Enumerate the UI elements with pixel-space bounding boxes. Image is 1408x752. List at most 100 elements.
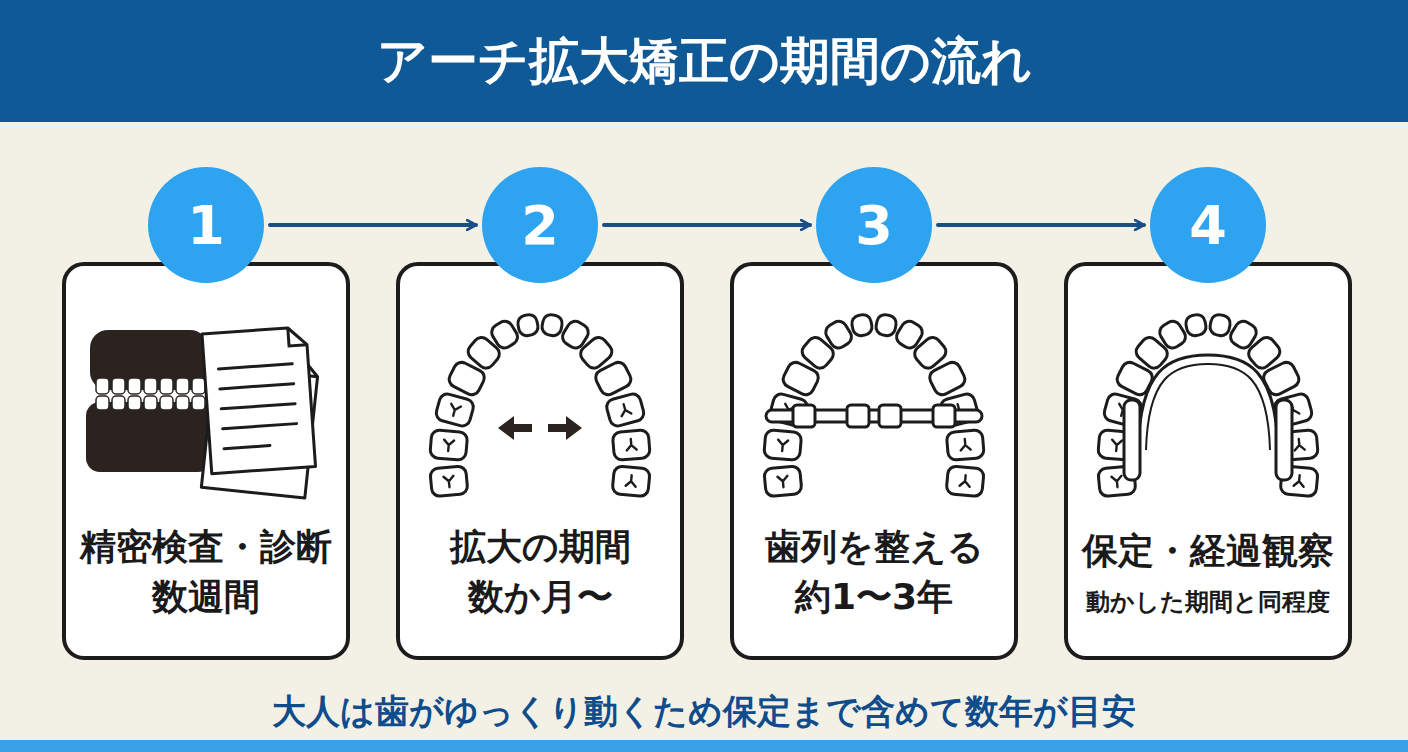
tooth — [875, 313, 898, 337]
model-tooth — [96, 378, 109, 394]
title-text: アーチ拡大矯正の期間の流れ — [0, 0, 1408, 122]
step-number-circle: 2 — [482, 167, 598, 283]
step-number: 2 — [521, 194, 559, 257]
step-number: 1 — [187, 194, 225, 257]
tooth — [612, 466, 650, 497]
molar-groove — [619, 403, 632, 416]
model-tooth — [112, 396, 125, 410]
flow-arrow — [604, 223, 810, 227]
document-sheet — [202, 327, 316, 474]
step-title: 歯列を整える — [765, 522, 984, 572]
bracket — [879, 405, 901, 427]
molar-groove — [777, 440, 788, 452]
flow-arrow — [270, 223, 476, 227]
molar-groove — [1111, 476, 1122, 488]
molar-groove — [626, 439, 637, 451]
bottom-bar — [0, 740, 1408, 752]
molar-groove — [960, 439, 971, 451]
tooth — [1209, 313, 1232, 337]
tooth — [764, 466, 802, 497]
box-fill — [64, 264, 348, 658]
flow-arrow — [938, 223, 1144, 227]
model-tooth — [128, 396, 141, 410]
box-fill — [398, 264, 682, 658]
molar-groove — [448, 404, 461, 417]
box-fills — [64, 264, 1350, 658]
molar-groove — [1111, 440, 1122, 452]
molar-groove — [626, 475, 637, 487]
model-tooth — [176, 378, 189, 394]
model-tooth — [112, 378, 125, 394]
tooth — [605, 392, 646, 427]
tooth — [946, 466, 984, 497]
step-box: 歯列を整える約1〜3年 — [730, 262, 1018, 660]
tooth-arch — [1098, 313, 1319, 496]
tooth — [446, 360, 487, 398]
tooth — [850, 313, 873, 337]
molar-groove — [1294, 475, 1305, 487]
document-line — [221, 404, 295, 409]
tooth-illustrations — [86, 313, 1318, 498]
bracket — [793, 405, 815, 427]
tooth — [780, 360, 821, 398]
step-number: 4 — [1189, 194, 1227, 257]
document-line — [223, 424, 297, 429]
step-duration: 数か月〜 — [468, 572, 613, 622]
caption-text: 大人は歯がゆっくり動くため保定まで含めて数年が目安 — [0, 686, 1408, 736]
tooth — [1228, 318, 1260, 351]
retainer-pad — [1276, 400, 1292, 480]
step-box: 精密検査・診断数週間 — [62, 262, 350, 660]
dental-model-and-records — [86, 327, 319, 498]
step-box: 拡大の期間数か月〜 — [396, 262, 684, 660]
molar-groove — [960, 475, 971, 487]
tooth-arch — [764, 313, 985, 496]
molar-groove — [443, 440, 454, 452]
molar-groove — [443, 476, 454, 488]
step-title: 保定・経過観察 — [1082, 526, 1334, 576]
step-number-circle: 1 — [148, 167, 264, 283]
model-tooth — [96, 396, 109, 410]
document-line — [224, 446, 270, 449]
step-duration: 動かした期間と同程度 — [1086, 582, 1330, 622]
bracket — [933, 405, 955, 427]
step-number-circle: 4 — [1150, 167, 1266, 283]
document-fold — [288, 327, 307, 346]
step-number: 3 — [855, 194, 893, 257]
tooth — [946, 430, 984, 461]
tooth — [434, 392, 475, 427]
expansion-arrow — [548, 416, 582, 440]
model-tooth — [160, 378, 173, 394]
model-base-lower — [86, 402, 212, 472]
retainer-pad — [1124, 400, 1140, 480]
expansion-arrow — [498, 416, 532, 440]
model-tooth — [176, 396, 189, 410]
molar-groove — [777, 476, 788, 488]
tooth — [430, 430, 468, 461]
step-box: 保定・経過観察動かした期間と同程度 — [1064, 262, 1352, 660]
bracket — [847, 405, 869, 427]
box-fill — [732, 264, 1016, 658]
tooth — [430, 466, 468, 497]
model-tooth — [192, 396, 205, 410]
document-line — [220, 384, 294, 389]
model-tooth — [192, 378, 205, 394]
tooth — [1184, 313, 1207, 337]
tooth-arch — [430, 313, 651, 496]
tooth — [764, 430, 802, 461]
tooth — [894, 318, 926, 351]
model-tooth — [144, 396, 157, 410]
step-number-circle: 3 — [816, 167, 932, 283]
step-title: 精密検査・診断 — [80, 522, 332, 572]
tooth — [560, 318, 592, 351]
step-title: 拡大の期間 — [450, 522, 631, 572]
tooth — [612, 430, 650, 461]
model-tooth — [128, 378, 141, 394]
box-fill — [1066, 264, 1350, 658]
retainer-wire — [1146, 364, 1270, 450]
model-tooth — [160, 396, 173, 410]
tooth — [541, 313, 564, 337]
step-duration: 数週間 — [152, 572, 260, 622]
